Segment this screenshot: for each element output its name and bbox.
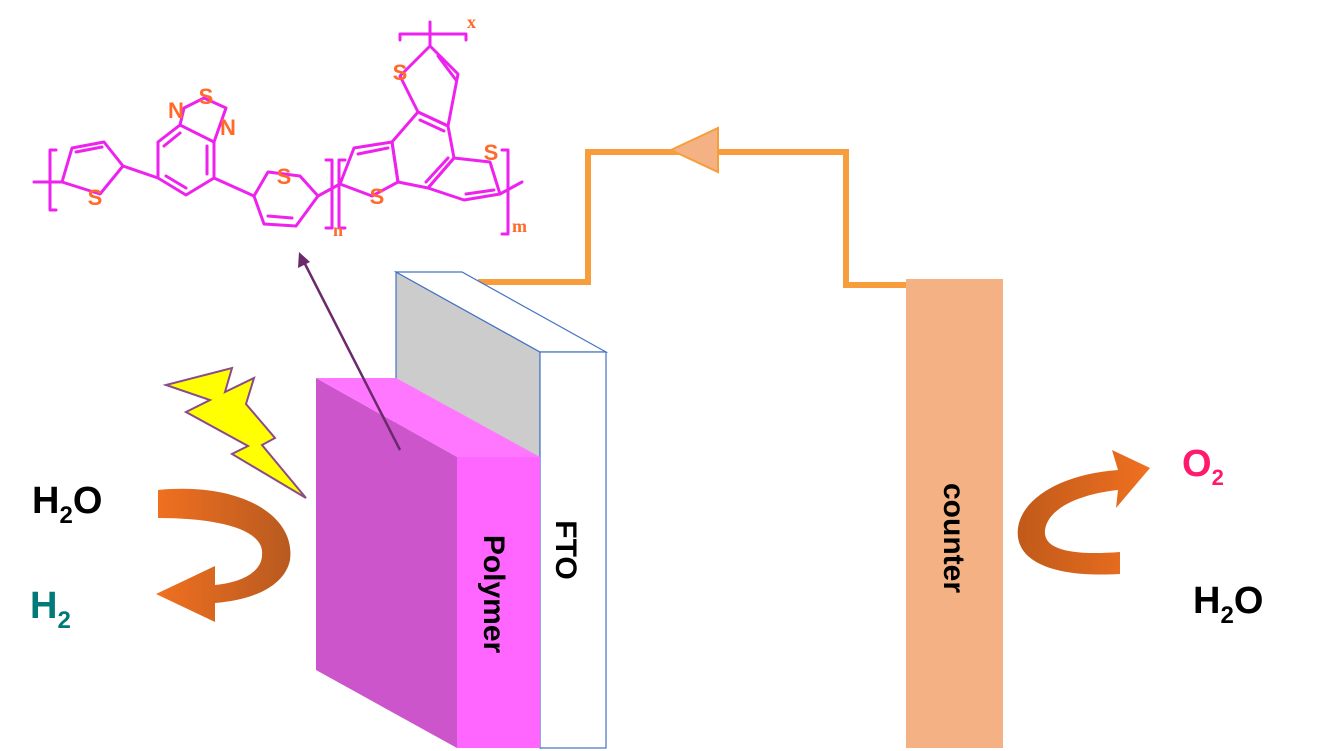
subscript-x: x <box>467 12 476 32</box>
thiophene-1-double-bond <box>74 145 104 154</box>
atom-s-btt-right: S <box>484 140 499 165</box>
current-direction-arrow-icon <box>668 126 719 174</box>
polymer-chemical-structure <box>32 20 524 236</box>
n-repeat-bracket <box>324 158 334 230</box>
m-repeat-bracket-open <box>337 158 347 230</box>
bond-t2-bracket <box>316 182 342 198</box>
svg-text:O2: O2 <box>1182 443 1224 490</box>
left-reactant-h: H <box>32 480 59 522</box>
svg-text:H2O: H2O <box>1193 580 1263 629</box>
btt-thiophene-right <box>426 156 502 202</box>
left-product-h2: H2 <box>30 585 71 634</box>
left-product-sub: 2 <box>57 607 70 634</box>
pointer-line <box>302 261 402 451</box>
right-product-sub: 2 <box>1212 465 1224 490</box>
right-end-bond <box>498 180 524 196</box>
structure-atom-labels: S N S N S S S S <box>88 60 499 210</box>
bond-benzo-t2 <box>212 176 256 198</box>
svg-text:H2: H2 <box>30 585 71 634</box>
atom-s-left: S <box>88 185 103 210</box>
external-circuit <box>478 126 908 288</box>
m-repeat-bracket-close <box>500 148 510 236</box>
x-repeat-bracket <box>398 32 468 42</box>
right-reactant-h: H <box>1193 580 1220 622</box>
btt-top-double <box>436 54 458 82</box>
pointer-arrowhead-icon <box>298 252 310 268</box>
right-product-o2: O2 <box>1182 443 1224 490</box>
right-reactant-o: O <box>1234 580 1264 622</box>
left-product-h: H <box>30 585 57 627</box>
atom-s-middle: S <box>277 164 292 189</box>
atom-s-bt: S <box>199 84 214 109</box>
thiophene-2-double-bond <box>266 214 294 220</box>
polymer-side-face <box>316 378 457 748</box>
atom-n-bt-left: N <box>168 98 184 123</box>
thiadiazole-ring <box>178 96 228 144</box>
polymer-front-face <box>457 457 540 748</box>
atom-s-btt-left: S <box>370 184 385 209</box>
btt-benzene-double-2 <box>424 156 450 184</box>
btt-benzene-double-1 <box>418 118 446 133</box>
subscript-m: m <box>512 216 527 236</box>
btt-right-double <box>464 188 496 196</box>
right-reactant-h2o: H2O <box>1193 580 1263 629</box>
left-reactant-o: O <box>73 480 103 522</box>
right-product-o: O <box>1182 443 1212 485</box>
lightning-bolt-icon <box>162 366 307 499</box>
fto-label: FTO <box>549 520 582 579</box>
btt-thiophene-top <box>398 44 460 128</box>
right-reactant-sub: 2 <box>1220 602 1233 629</box>
polymer-label: Polymer <box>477 535 510 654</box>
benzo-double-3 <box>164 174 188 190</box>
thiophene-ring-1 <box>60 140 125 196</box>
structure-subscripts: n m x <box>333 12 527 240</box>
left-reaction-arrow-icon <box>156 488 291 622</box>
left-reactant-h2o: H2O <box>32 480 102 529</box>
counter-label: counter <box>937 483 970 593</box>
left-repeat-bracket <box>48 148 58 212</box>
right-reaction-arrow-icon <box>1017 450 1150 575</box>
benzo-double-1 <box>162 131 182 148</box>
left-reactant-sub: 2 <box>59 502 72 529</box>
counter-electrode: counter <box>906 279 1003 748</box>
circuit-wire <box>478 149 908 288</box>
subscript-n: n <box>333 220 343 240</box>
svg-text:H2O: H2O <box>32 480 102 529</box>
atom-n-bt-right: N <box>220 115 236 140</box>
structure-pointer <box>298 252 402 451</box>
atom-s-btt-top: S <box>393 60 408 85</box>
btt-left-double <box>356 146 390 156</box>
bond-t1-benzo <box>121 164 160 180</box>
counter-electrode-body <box>906 279 1003 748</box>
polymer-photoelectrode: Polymer <box>316 378 540 748</box>
fto-front-face <box>539 351 607 749</box>
